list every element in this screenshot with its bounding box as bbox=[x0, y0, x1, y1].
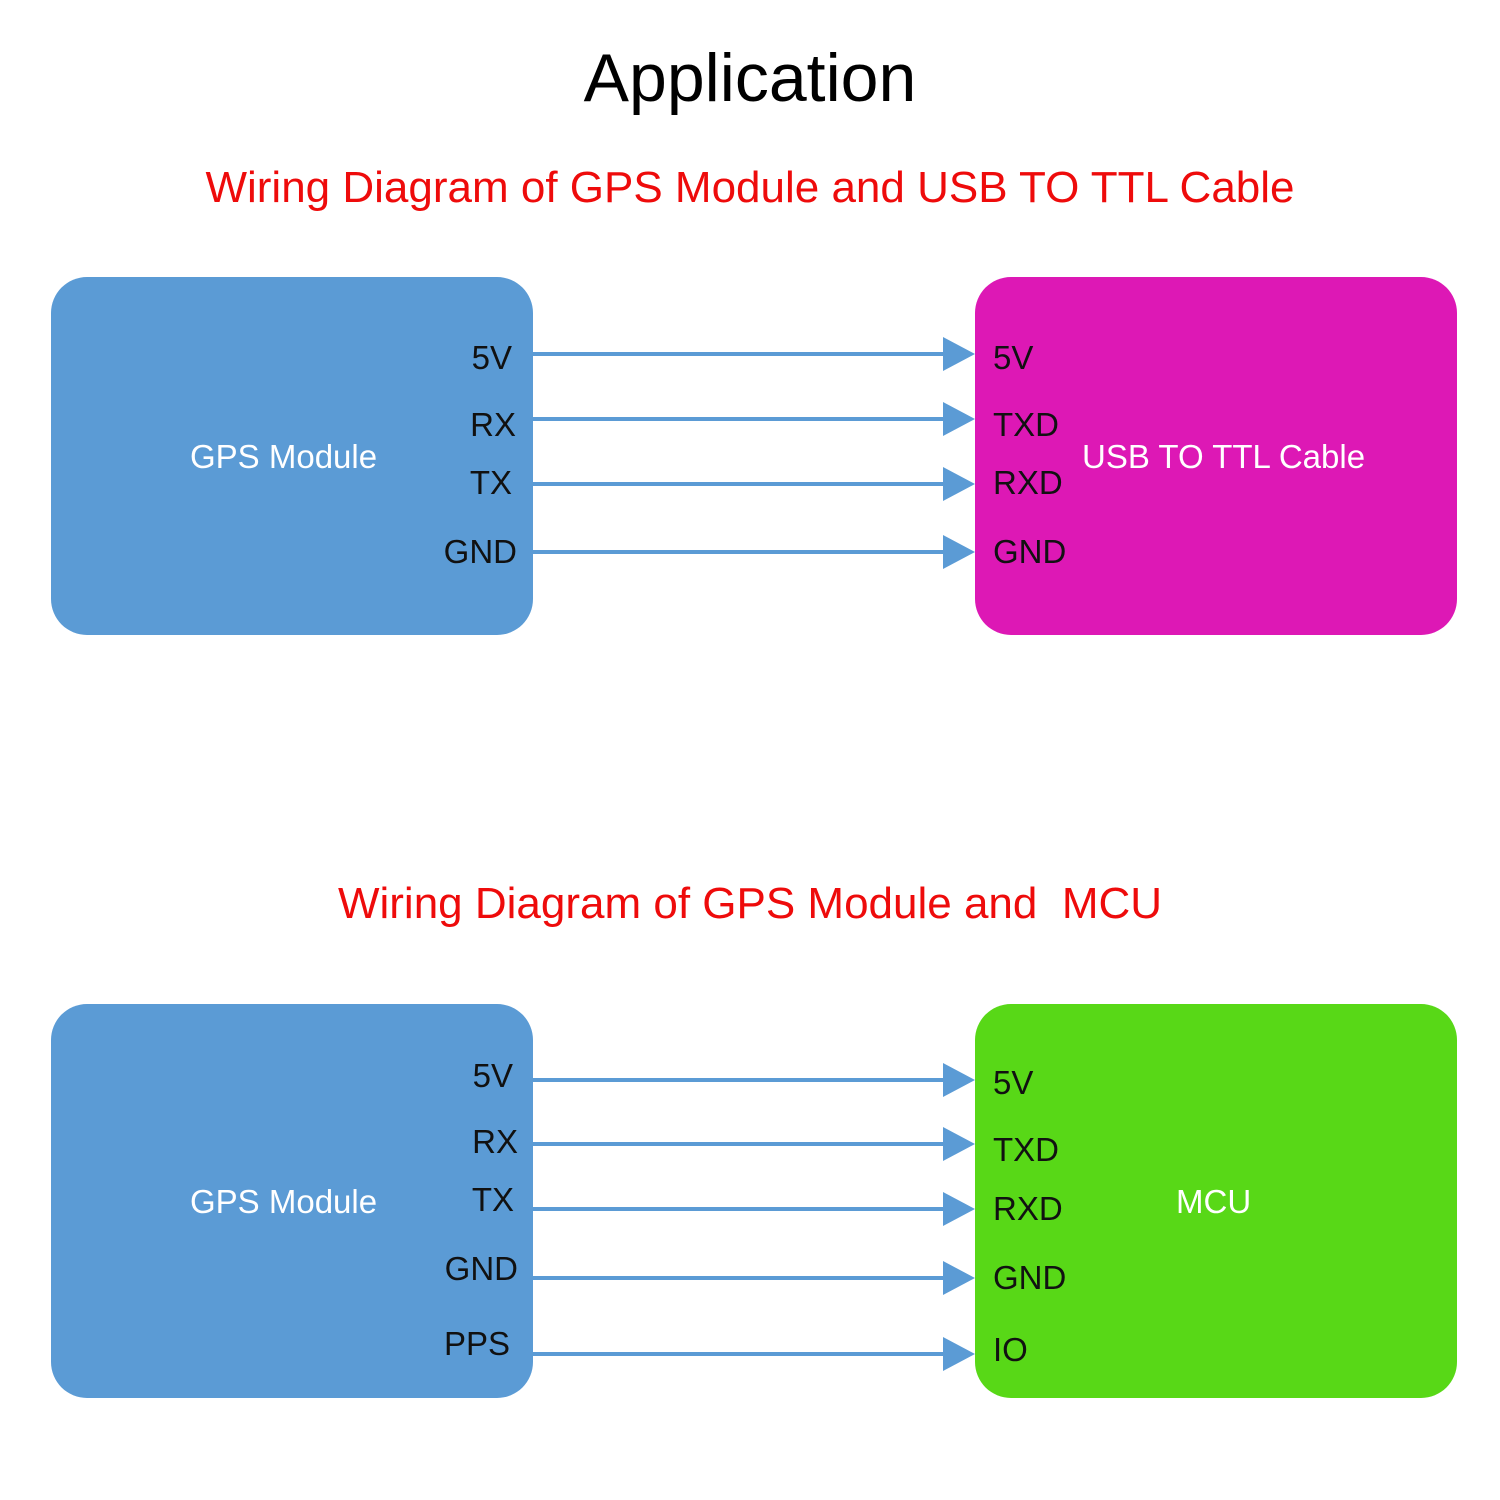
d2-pin-left-5v: 5V bbox=[472, 1057, 513, 1094]
diagram2-subtitle: Wiring Diagram of GPS Module and MCU bbox=[337, 879, 1163, 928]
d1-arrowhead-txd bbox=[943, 402, 975, 436]
d2-arrowhead-txd bbox=[943, 1127, 975, 1161]
d2-arrowhead-io bbox=[943, 1337, 975, 1371]
d1-pin-right-5v: 5V bbox=[993, 339, 1034, 376]
d1-arrowhead-rxd bbox=[943, 467, 975, 501]
d2-arrowhead-5v bbox=[943, 1063, 975, 1097]
diagram1-subtitle: Wiring Diagram of GPS Module and USB TO … bbox=[205, 163, 1295, 212]
d2-pin-right-io: IO bbox=[993, 1331, 1028, 1368]
d1-pin-right-rxd: RXD bbox=[993, 464, 1063, 501]
gps-module-box-2 bbox=[51, 1004, 533, 1398]
d2-arrowhead-rxd bbox=[943, 1192, 975, 1226]
d1-pin-left-gnd: GND bbox=[443, 533, 517, 570]
page-title: Application bbox=[583, 40, 917, 116]
gps-module-label-2: GPS Module bbox=[190, 1183, 378, 1220]
d1-pin-left-tx: TX bbox=[469, 464, 512, 501]
d2-pin-left-tx: TX bbox=[471, 1181, 514, 1218]
mcu-box bbox=[975, 1004, 1457, 1398]
d2-pin-left-gnd: GND bbox=[444, 1250, 518, 1287]
d1-pin-right-txd: TXD bbox=[993, 406, 1059, 443]
gps-module-box-1 bbox=[51, 277, 533, 635]
mcu-label: MCU bbox=[1176, 1183, 1252, 1220]
d2-pin-right-5v: 5V bbox=[993, 1064, 1034, 1101]
usb-ttl-cable-box bbox=[975, 277, 1457, 635]
d2-pin-left-pps: PPS bbox=[443, 1325, 510, 1362]
d1-arrowhead-gnd bbox=[943, 535, 975, 569]
d1-pin-left-rx: RX bbox=[470, 406, 516, 443]
d2-pin-left-rx: RX bbox=[472, 1123, 518, 1160]
d2-pin-right-txd: TXD bbox=[993, 1131, 1059, 1168]
d2-pin-right-rxd: RXD bbox=[993, 1190, 1063, 1227]
d1-pin-left-5v: 5V bbox=[471, 339, 512, 376]
usb-ttl-cable-label: USB TO TTL Cable bbox=[1082, 438, 1366, 475]
d1-arrowhead-5v bbox=[943, 337, 975, 371]
d2-arrowhead-gnd bbox=[943, 1261, 975, 1295]
gps-module-label-1: GPS Module bbox=[190, 438, 378, 475]
d1-pin-right-gnd: GND bbox=[993, 533, 1067, 570]
d2-pin-right-gnd: GND bbox=[993, 1259, 1067, 1296]
